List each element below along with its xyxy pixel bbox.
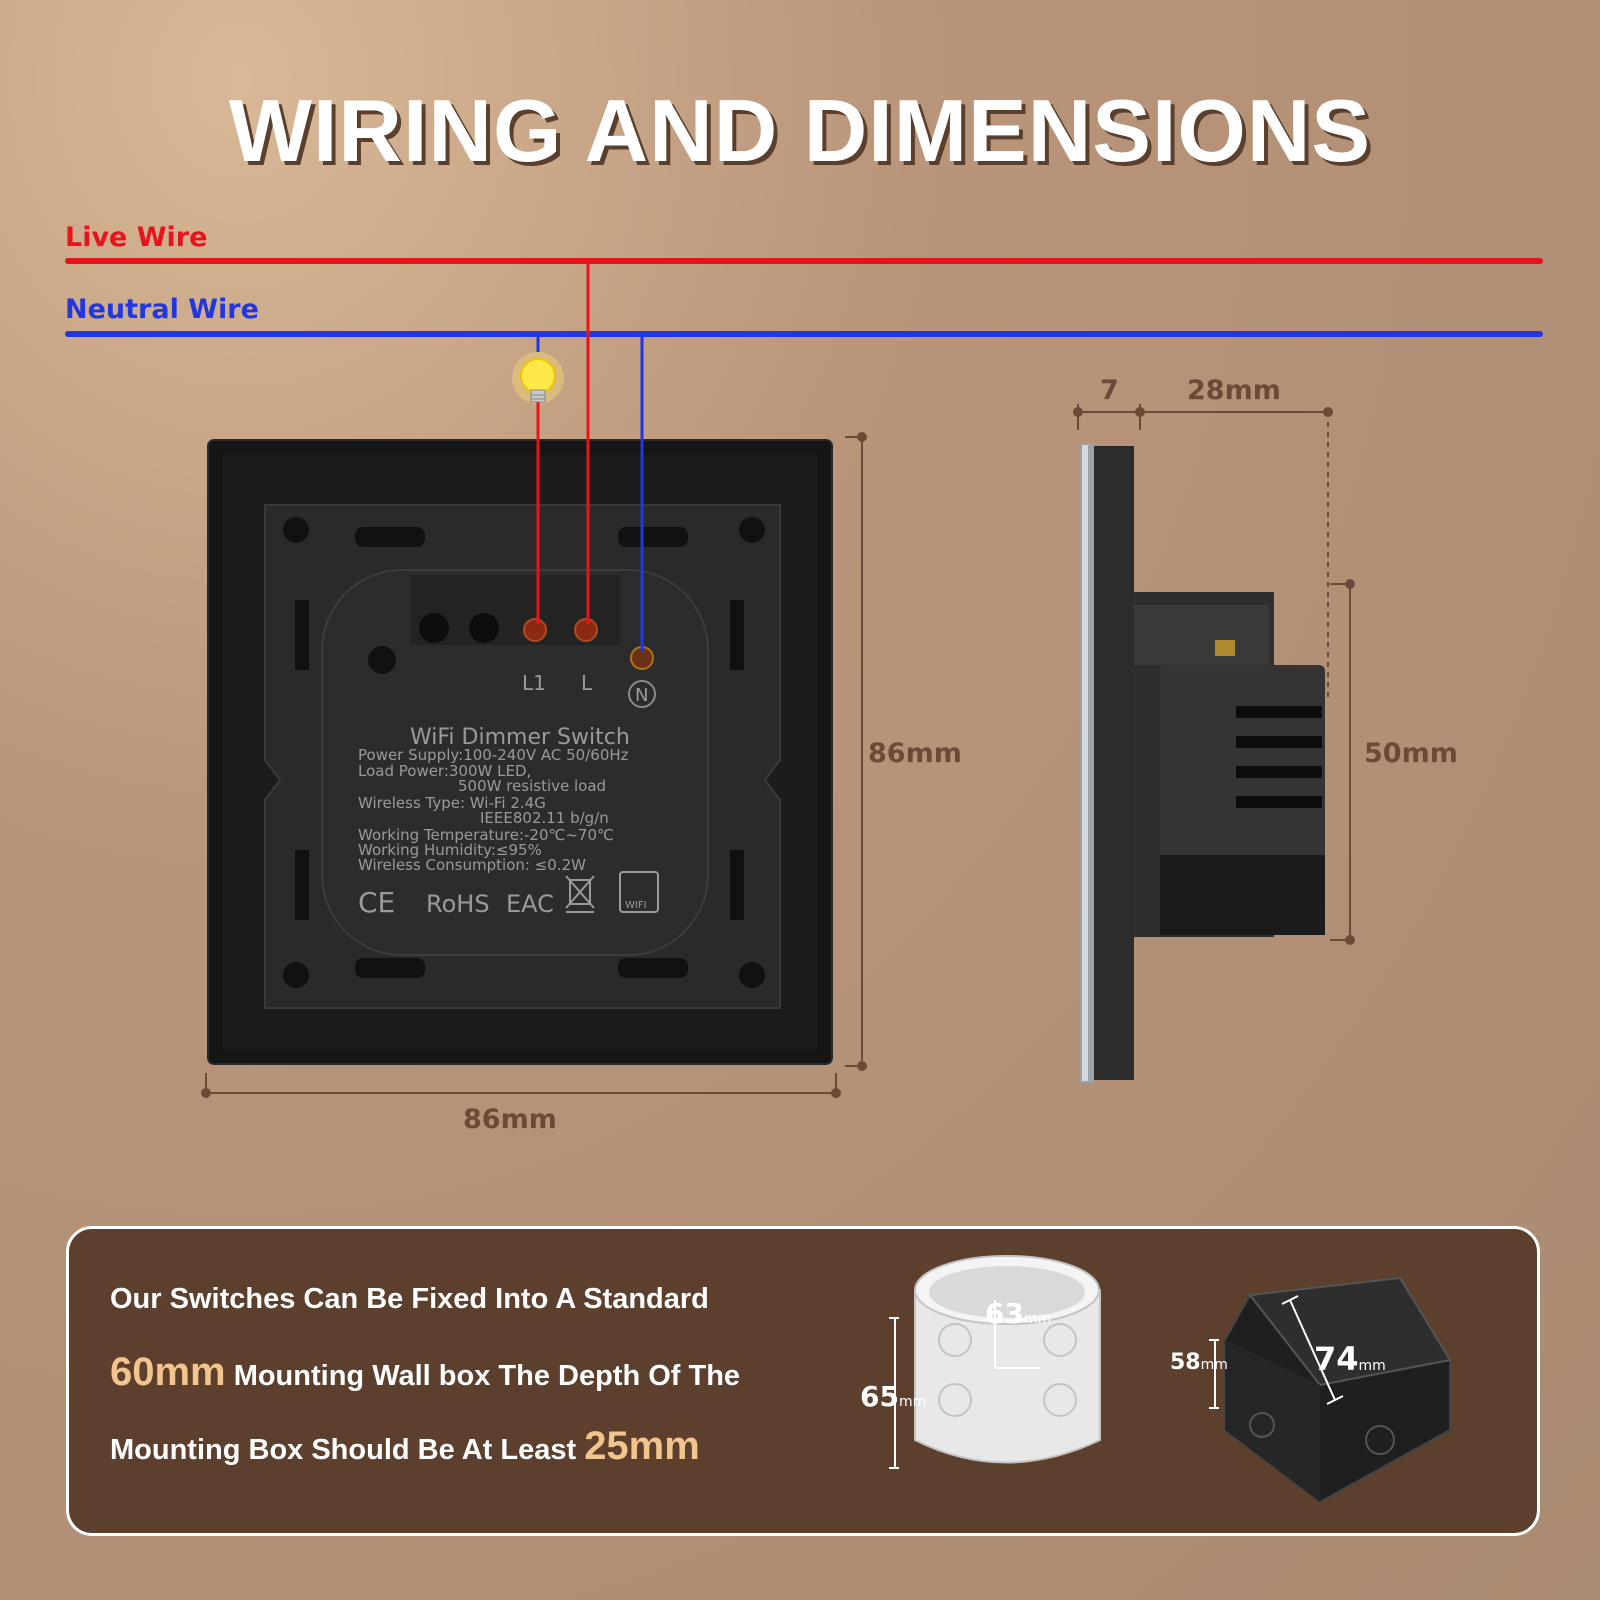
square-box-image bbox=[1209, 1276, 1452, 1504]
note-line-2: 60mm Mounting Wall box The Depth Of The bbox=[110, 1350, 741, 1394]
note-line-3: Mounting Box Should Be At Least 25mm bbox=[110, 1424, 700, 1468]
weee-bin-icon bbox=[565, 875, 595, 913]
terminal-n-label: N bbox=[635, 685, 648, 706]
ce-mark: CE bbox=[358, 886, 395, 919]
spec-line: Working Temperature:-20℃~70℃ bbox=[358, 826, 614, 844]
square-box-width: 74mm bbox=[1314, 1340, 1386, 1378]
spec-line: Load Power:300W LED, bbox=[358, 762, 531, 780]
rohs-mark: RoHS bbox=[426, 890, 490, 918]
spec-line: IEEE802.11 b/g/n bbox=[480, 809, 609, 827]
note-line-1: Our Switches Can Be Fixed Into A Standar… bbox=[110, 1283, 709, 1315]
spec-line: Working Humidity:≤95% bbox=[358, 841, 542, 859]
side-panel-label: 7 bbox=[1100, 375, 1119, 406]
side-body-label: 50mm bbox=[1364, 738, 1458, 769]
spec-line: Power Supply:100-240V AC 50/60Hz bbox=[358, 746, 629, 764]
switch-side-view bbox=[1080, 443, 1325, 1083]
spec-title: WiFi Dimmer Switch bbox=[410, 725, 630, 750]
spec-line: Wireless Type: Wi-Fi 2.4G bbox=[358, 794, 546, 812]
front-width-label: 86mm bbox=[463, 1104, 557, 1135]
light-bulb-icon bbox=[512, 352, 564, 404]
terminal-l bbox=[574, 618, 598, 642]
spec-line: 500W resistive load bbox=[458, 777, 606, 795]
round-box-image bbox=[889, 1255, 1101, 1469]
svg-text:WIFI: WIFI bbox=[625, 900, 647, 911]
terminal-l-label: L bbox=[581, 671, 593, 695]
spec-label: L1 L N WiFi Dimmer Switch Power Supply:1… bbox=[358, 671, 659, 919]
side-depth-label: 28mm bbox=[1187, 375, 1281, 406]
square-box-height: 58mm bbox=[1170, 1350, 1228, 1375]
front-height-label: 86mm bbox=[868, 738, 962, 769]
highlight-60mm: 60mm bbox=[110, 1350, 226, 1394]
spec-line: Wireless Consumption: ≤0.2W bbox=[358, 856, 586, 874]
terminal-l1 bbox=[523, 618, 547, 642]
round-box-height: 65mm bbox=[860, 1380, 927, 1413]
page-title: WIRING AND DIMENSIONS bbox=[228, 81, 1372, 180]
terminal-l1-label: L1 bbox=[522, 671, 546, 695]
eac-mark: EAC bbox=[506, 890, 554, 918]
neutral-wire-label: Neutral Wire bbox=[65, 294, 259, 325]
wifi-icon: WIFI bbox=[619, 871, 659, 913]
switch-back-view bbox=[207, 439, 833, 1065]
live-wire-label: Live Wire bbox=[65, 222, 208, 253]
highlight-25mm: 25mm bbox=[584, 1424, 700, 1468]
round-box-diameter: 63mm bbox=[985, 1297, 1052, 1330]
